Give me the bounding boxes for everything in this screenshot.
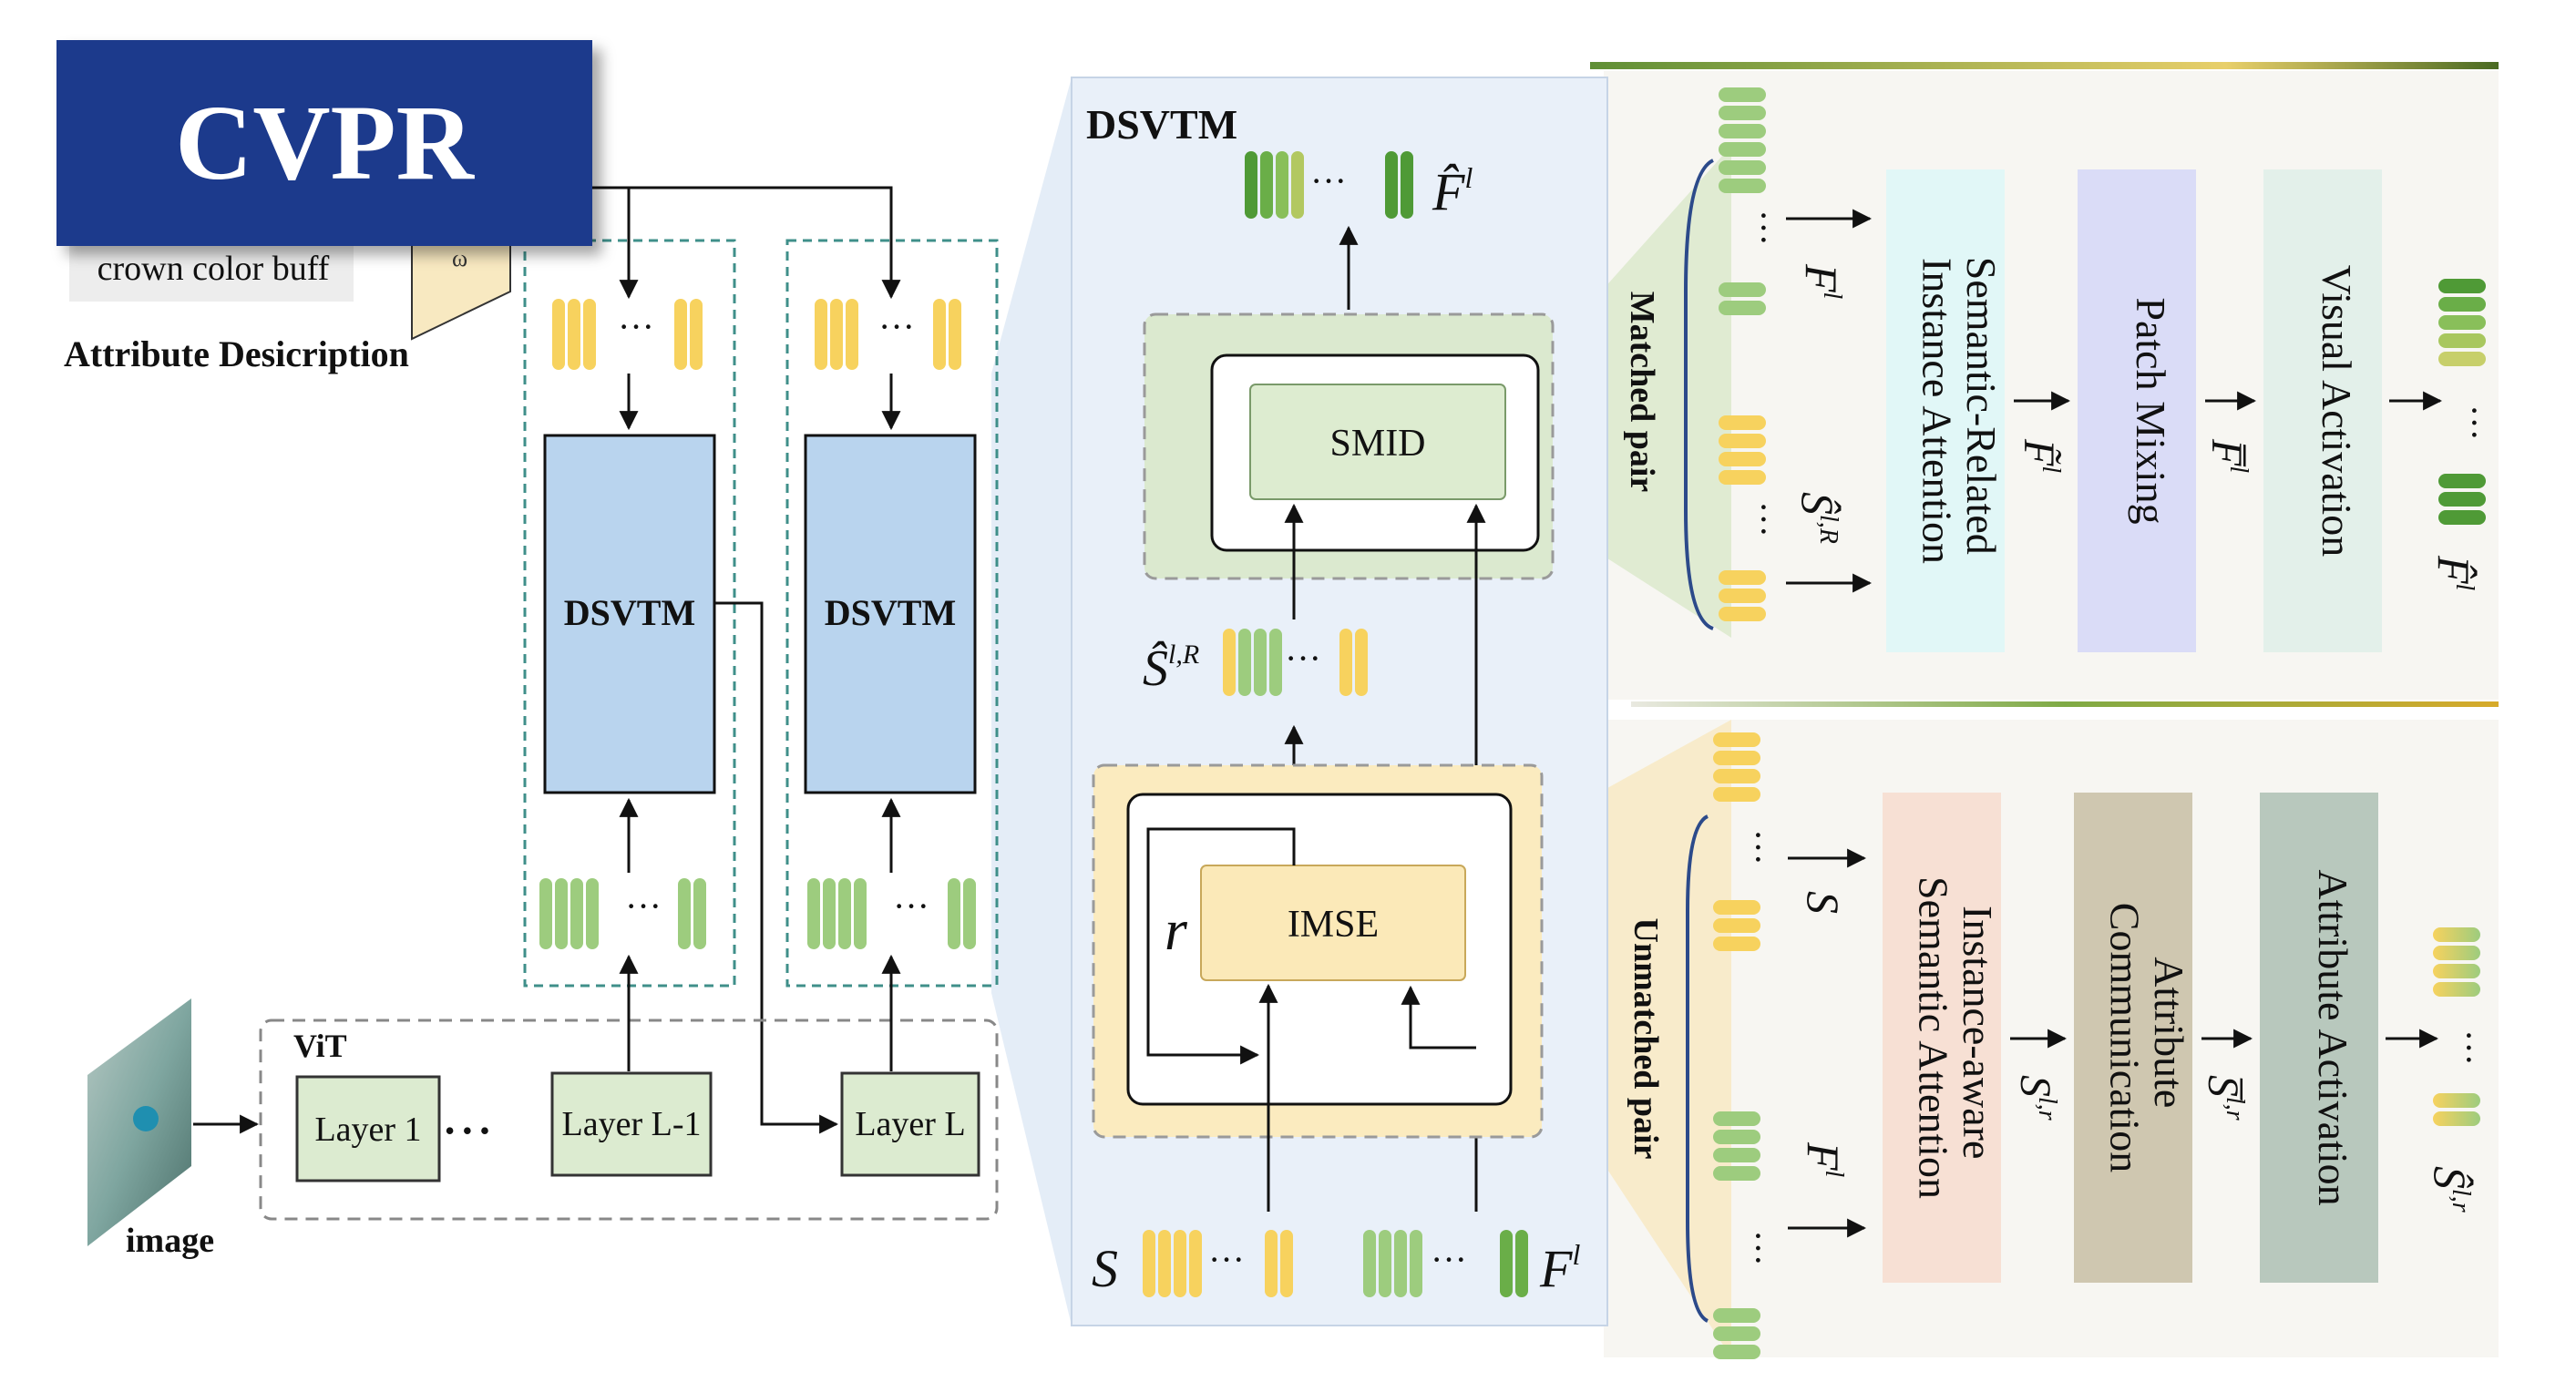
shat-lR-tokens: [1223, 629, 1368, 696]
layer-L-1-label: Layer L-1: [562, 1105, 702, 1143]
cvpr-badge-text: CVPR: [175, 83, 474, 202]
visual-activation[interactable]: [2263, 169, 2382, 652]
sbar-symbol: S̅l,r: [2199, 1075, 2249, 1121]
aa-label: Attribute Activation: [2310, 869, 2356, 1205]
fl-unmatched-symbol: Fl: [1798, 1141, 1849, 1178]
fhat-output-tokens: [1245, 151, 1413, 219]
attr-text-fragment: crown color buff: [97, 250, 330, 288]
dsvtm-block-1-label: DSVTM: [564, 592, 695, 633]
dsvtm-block-1[interactable]: [543, 434, 716, 794]
ftilde-symbol: F̃l: [2015, 438, 2065, 473]
module-label-line: Communication: [2102, 903, 2149, 1172]
module-label-line: Instance Attention: [1914, 258, 1961, 564]
block2-text-dots: ···: [878, 306, 915, 347]
block2-visual-dots: ···: [893, 886, 929, 926]
matched-dots-1: ···: [1743, 210, 1784, 246]
shat-lr-output-symbol: Ŝl,r: [2425, 1166, 2476, 1213]
slr-symbol: Sl,r: [2011, 1075, 2061, 1121]
layer-L-1[interactable]: [550, 1071, 713, 1177]
encoder-to-block2-arrow: [592, 186, 901, 300]
patch-mixing[interactable]: [2078, 169, 2196, 652]
iasa-label: Instance-aware Semantic Attention: [1911, 876, 2001, 1199]
matched-output-tokens: [2438, 279, 2486, 525]
zoom-wedge-blue: [991, 77, 1072, 1326]
f-input-symbol: Fl: [1539, 1238, 1580, 1298]
layer-1-label: Layer 1: [314, 1111, 421, 1149]
smid-label: SMID: [1329, 423, 1425, 465]
encoder-glyph: ω: [452, 245, 467, 271]
s-unmatched-symbol: S: [1798, 891, 1849, 914]
cvpr-badge: CVPR: [56, 40, 592, 246]
unmatched-brace: [1686, 814, 1709, 1323]
matched-dots-2: ···: [1743, 501, 1784, 537]
f-input-dots: ···: [1431, 1239, 1467, 1280]
dsvtm-detail-panel: [1071, 77, 1608, 1326]
shat-matched-symbol: Ŝl,R: [1792, 492, 1843, 544]
imse-label: IMSE: [1288, 904, 1379, 946]
va-label: Visual Activation: [2314, 265, 2360, 557]
module-label-line: Semantic Attention: [1911, 876, 1957, 1199]
layer-ellipsis: • • •: [445, 1114, 490, 1147]
layer-L[interactable]: [840, 1071, 980, 1177]
unmatched-output-dots: ···: [2448, 1029, 2489, 1066]
block2-visual-tokens: [807, 878, 976, 949]
dsvtm-block-2-label: DSVTM: [825, 592, 956, 633]
vit-label: ViT: [293, 1028, 347, 1064]
pm-label: Patch Mixing: [2128, 297, 2174, 524]
fl-matched-symbol: Fl: [1796, 263, 1847, 300]
s-input-dots: ···: [1208, 1239, 1245, 1280]
middle-gradient-rule: [1631, 701, 2499, 707]
attribute-activation[interactable]: [2260, 793, 2378, 1283]
image-label: image: [126, 1222, 214, 1260]
block1-visual-dots: ···: [625, 886, 662, 926]
s-input-symbol: S: [1092, 1239, 1118, 1298]
matched-vertical-tokens: [1719, 87, 1766, 621]
block2-text-tokens: [815, 299, 961, 370]
block1-visual-tokens: [539, 878, 706, 949]
matched-brace: [1684, 159, 1715, 630]
recurrence-loop-arrow: [1146, 827, 1296, 1065]
imse-block[interactable]: [1200, 865, 1466, 981]
sria-label: Semantic-Related Instance Attention: [1914, 257, 2005, 566]
top-gradient-rule: [1590, 62, 2499, 69]
shat-lR-dots: ···: [1285, 638, 1321, 679]
attribute-communication[interactable]: [2074, 793, 2192, 1283]
s-input-tokens: [1143, 1230, 1293, 1297]
fbar-symbol: F̅l: [2202, 438, 2253, 473]
unmatched-dots-2: ···: [1738, 1230, 1779, 1266]
block1-text-tokens: [552, 299, 703, 370]
unmatched-output-tokens: [2433, 927, 2480, 1126]
dsvtm-block-2[interactable]: [804, 434, 977, 794]
f-input-tokens: [1363, 1230, 1528, 1297]
fhat-matched-output-symbol: F̂l: [2428, 555, 2479, 591]
arrow-f-to-imse: [1401, 985, 1476, 1049]
instance-aware-semantic-attention[interactable]: [1883, 793, 2001, 1283]
matched-output-dots: ···: [2454, 404, 2495, 441]
block1-text-dots: ···: [618, 306, 654, 347]
fhat-dots: ···: [1310, 160, 1347, 201]
unmatched-dots-1: ···: [1738, 829, 1779, 865]
dsvtm1-to-layerL-arrow: [714, 601, 839, 1134]
shat-lR-symbol: Ŝl,R: [1143, 640, 1199, 697]
ac-label: Attribute Communication: [2102, 903, 2192, 1172]
semantic-related-instance-attention[interactable]: [1886, 169, 2005, 652]
fhat-symbol: F̂l: [1432, 161, 1473, 221]
attr-title: Attribute Desicription: [64, 333, 409, 374]
unmatched-vertical-tokens: [1713, 732, 1760, 1359]
layer-1[interactable]: [295, 1075, 441, 1182]
matched-pair-label: Matched pair: [1623, 292, 1661, 493]
dsvtm-detail-title: DSVTM: [1086, 101, 1237, 148]
layer-L-label: Layer L: [855, 1105, 965, 1143]
bird-figure: [133, 1106, 159, 1131]
recurrence-r-label: r: [1165, 897, 1188, 962]
unmatched-pair-label: Unmatched pair: [1627, 918, 1665, 1160]
smid-block[interactable]: [1249, 384, 1506, 500]
